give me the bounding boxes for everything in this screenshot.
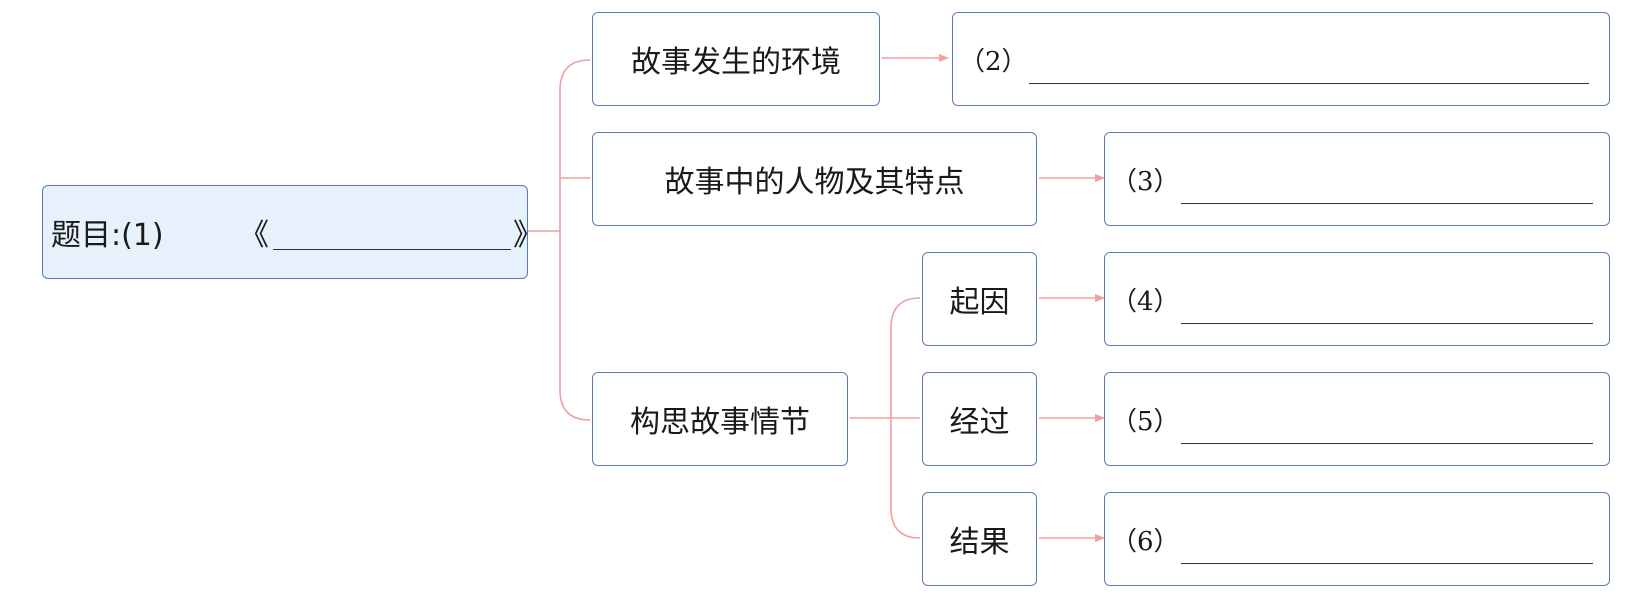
root-title-node: 题目:(1) 《 》 xyxy=(42,185,543,279)
answer-2-blank[interactable] xyxy=(1029,83,1589,84)
root-prefix: 题目:(1) xyxy=(51,218,164,253)
title-blank[interactable] xyxy=(273,249,511,250)
plot-step-result-node: 结果 xyxy=(922,492,1037,586)
branch-characters-node: 故事中的人物及其特点 xyxy=(592,132,1037,226)
answer-box-3: （3） xyxy=(1104,132,1610,226)
plot-step-process-label: 经过 xyxy=(949,405,1010,440)
branch-plot-node: 构思故事情节 xyxy=(592,372,848,466)
connector-branch-bracket xyxy=(559,59,591,421)
answer-5-label: （5） xyxy=(1111,406,1180,437)
answer-box-5: （5） xyxy=(1104,372,1610,466)
branch-plot-label: 构思故事情节 xyxy=(630,405,810,440)
plot-step-cause-node: 起因 xyxy=(922,252,1037,346)
answer-box-4: （4） xyxy=(1104,252,1610,346)
answer-4-label: （4） xyxy=(1111,286,1180,317)
root-close-quote: 》 xyxy=(513,218,543,253)
answer-box-6: （6） xyxy=(1104,492,1610,586)
branch-setting-label: 故事发生的环境 xyxy=(631,45,841,80)
answer-6-label: （6） xyxy=(1111,526,1180,557)
plot-step-cause-label: 起因 xyxy=(949,285,1010,320)
answer-3-label: （3） xyxy=(1111,166,1180,197)
plot-step-result-label: 结果 xyxy=(949,525,1010,560)
answer-box-2: （2） xyxy=(952,12,1610,106)
answer-2-label: （2） xyxy=(959,46,1028,77)
answer-5-blank[interactable] xyxy=(1181,443,1593,444)
branch-characters-label: 故事中的人物及其特点 xyxy=(664,165,965,200)
plot-step-process-node: 经过 xyxy=(922,372,1037,466)
answer-6-blank[interactable] xyxy=(1181,563,1593,564)
root-open-quote: 《 xyxy=(239,218,269,253)
answer-3-blank[interactable] xyxy=(1181,203,1593,204)
branch-setting-node: 故事发生的环境 xyxy=(592,12,880,106)
answer-4-blank[interactable] xyxy=(1181,323,1593,324)
